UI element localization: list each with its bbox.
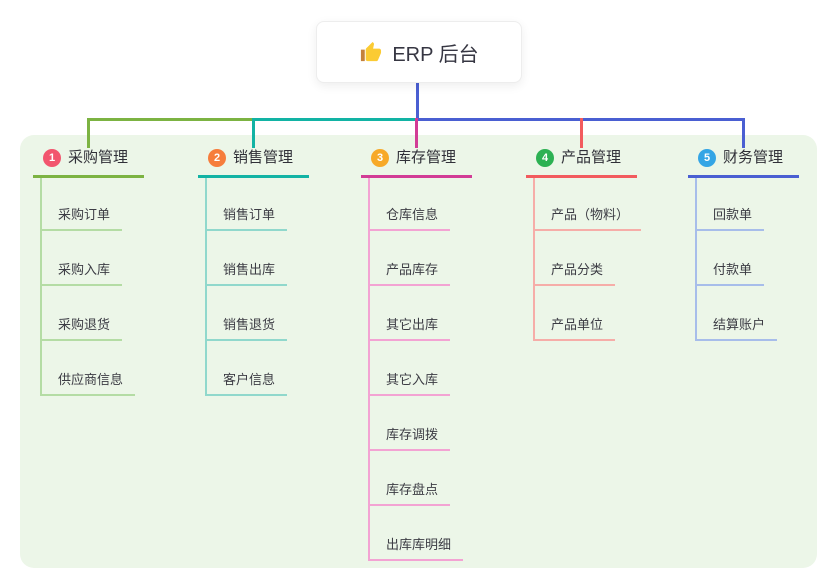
branch-drop-line — [252, 118, 255, 148]
leaf-node[interactable]: 采购入库 — [40, 261, 123, 286]
leaf-node[interactable]: 仓库信息 — [368, 206, 451, 231]
branch-number-badge: 1 — [43, 148, 61, 167]
leaf-node[interactable]: 产品分类 — [533, 261, 616, 286]
branch-number-badge: 3 — [371, 148, 389, 167]
branch-vine-line — [205, 178, 207, 396]
leaf-node[interactable]: 库存盘点 — [368, 481, 451, 506]
bus-segment — [252, 118, 417, 121]
branch-drop-line — [87, 118, 90, 148]
leaf-node[interactable]: 产品单位 — [533, 316, 616, 341]
leaf-node[interactable]: 回款单 — [695, 206, 765, 231]
branch-vine-line — [533, 178, 535, 341]
branches-panel — [20, 135, 817, 568]
leaf-node[interactable]: 结算账户 — [695, 316, 778, 341]
branch-node-5[interactable]: 5 财务管理 — [688, 147, 800, 178]
root-node[interactable]: ERP 后台 — [316, 21, 522, 83]
leaf-node[interactable]: 销售订单 — [205, 206, 288, 231]
leaf-node[interactable]: 出库库明细 — [368, 536, 464, 561]
trunk-line — [416, 83, 419, 118]
branch-label: 财务管理 — [723, 149, 784, 166]
branch-drop-line — [580, 118, 583, 148]
leaf-node[interactable]: 采购订单 — [40, 206, 123, 231]
branch-node-1[interactable]: 1 采购管理 — [33, 147, 145, 178]
branch-number-badge: 4 — [536, 148, 554, 167]
branch-node-4[interactable]: 4 产品管理 — [526, 147, 638, 178]
branch-number-badge: 5 — [698, 148, 716, 167]
leaf-node[interactable]: 客户信息 — [205, 371, 288, 396]
leaf-node[interactable]: 库存调拨 — [368, 426, 451, 451]
branch-drop-line — [415, 118, 418, 148]
branch-vine-line — [40, 178, 42, 396]
branch-label: 采购管理 — [68, 149, 129, 166]
branch-number-badge: 2 — [208, 148, 226, 167]
leaf-node[interactable]: 产品（物料） — [533, 206, 642, 231]
branch-vine-line — [368, 178, 370, 561]
thumbs-up-icon — [359, 41, 382, 64]
leaf-node[interactable]: 供应商信息 — [40, 371, 136, 396]
bus-segment — [415, 118, 744, 121]
bus-segment — [87, 118, 254, 121]
branch-vine-line — [695, 178, 697, 341]
branch-label: 库存管理 — [396, 149, 457, 166]
branch-node-3[interactable]: 3 库存管理 — [361, 147, 473, 178]
branch-drop-line — [742, 118, 745, 148]
leaf-node[interactable]: 其它出库 — [368, 316, 451, 341]
leaf-node[interactable]: 付款单 — [695, 261, 765, 286]
branch-label: 产品管理 — [561, 149, 622, 166]
leaf-node[interactable]: 其它入库 — [368, 371, 451, 396]
branch-node-2[interactable]: 2 销售管理 — [198, 147, 310, 178]
leaf-node[interactable]: 产品库存 — [368, 261, 451, 286]
branch-label: 销售管理 — [233, 149, 294, 166]
leaf-node[interactable]: 销售退货 — [205, 316, 288, 341]
leaf-node[interactable]: 采购退货 — [40, 316, 123, 341]
root-title: ERP 后台 — [392, 43, 479, 66]
leaf-node[interactable]: 销售出库 — [205, 261, 288, 286]
